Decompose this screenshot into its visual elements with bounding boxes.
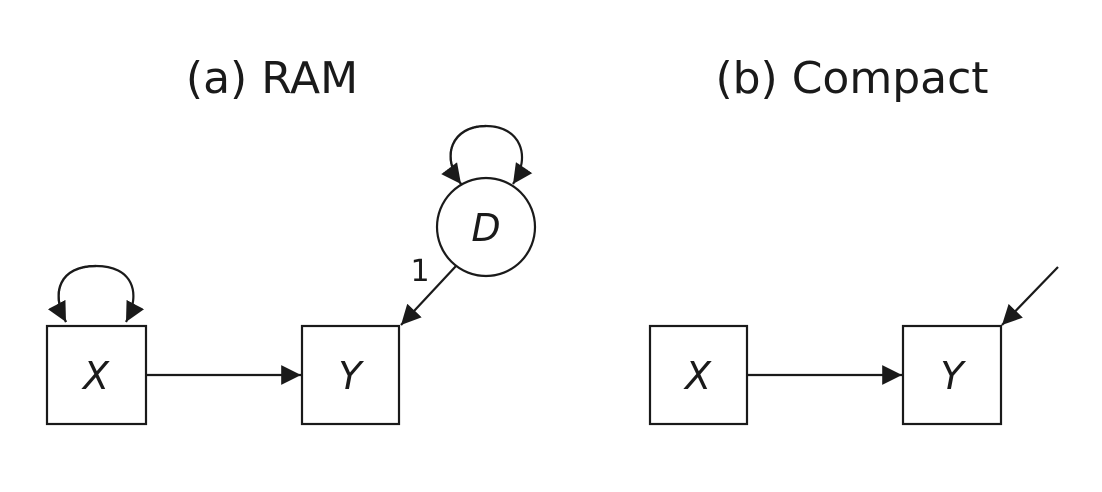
node-y-label: Y <box>338 354 364 398</box>
d-variance-loop-left-head <box>441 124 487 185</box>
node-y-compact <box>901 324 1003 426</box>
edge-d-to-y-label: 1 <box>410 254 429 289</box>
node-x-compact-label: X <box>683 354 712 398</box>
node-x <box>45 324 148 426</box>
panel-a-title: (a) RAM <box>186 53 358 104</box>
panel-a-ram: (a) RAM X Y D 1 <box>45 53 537 426</box>
node-x-label: X <box>81 354 110 398</box>
node-d <box>435 176 537 278</box>
node-y <box>300 324 401 426</box>
node-y-compact-label: Y <box>940 354 966 398</box>
edge-residual-to-y <box>1001 266 1059 326</box>
edge-d-to-y <box>400 265 457 326</box>
panel-b-compact: (b) Compact X Y <box>648 53 1059 426</box>
node-d-label: D <box>471 206 500 250</box>
x-variance-loop-left-head <box>47 264 97 323</box>
panel-b-title: (b) Compact <box>715 53 988 104</box>
x-variance-loop <box>57 264 145 323</box>
